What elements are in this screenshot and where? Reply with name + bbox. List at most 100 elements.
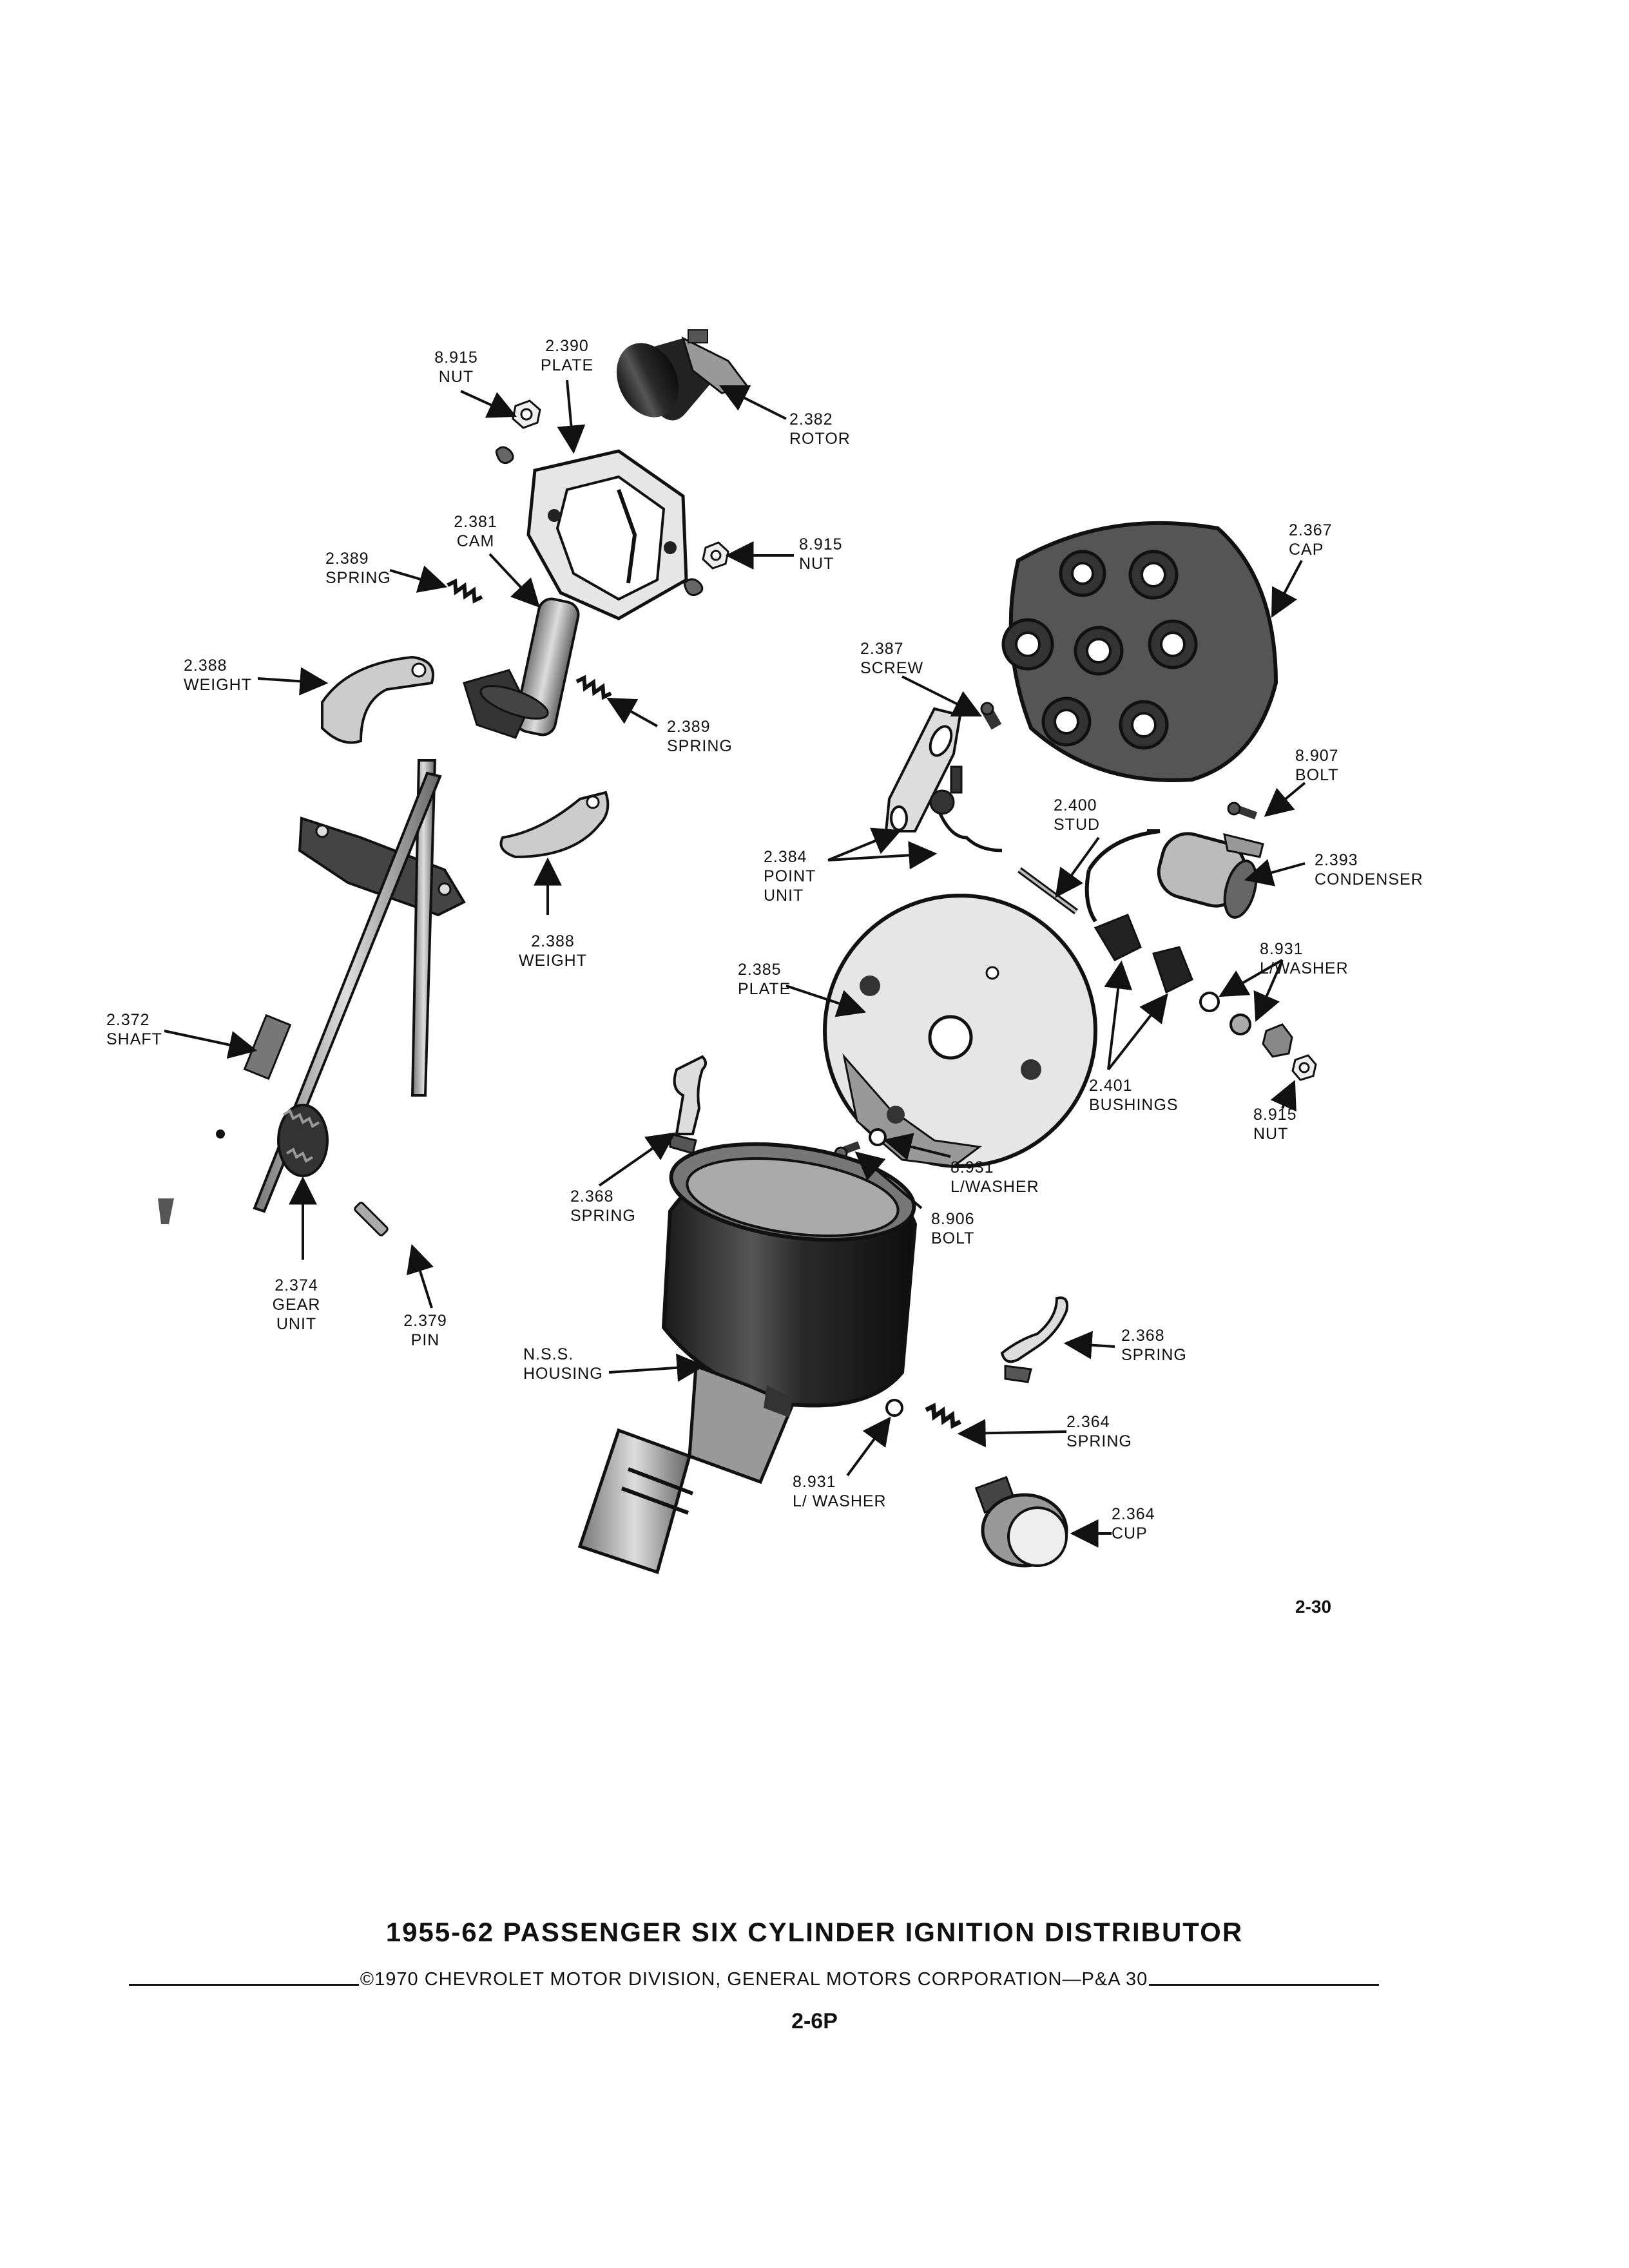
callout-name: WEIGHT	[519, 952, 587, 970]
callout-number: 8.915	[1253, 1106, 1297, 1124]
cup-part	[974, 1475, 1068, 1568]
callout-weight-lower: 2.388 WEIGHT	[519, 932, 587, 970]
callout-number: 2.384	[764, 848, 807, 866]
callout-plate-top: 2.390 PLATE	[541, 336, 593, 375]
callout-name: CONDENSER	[1315, 870, 1423, 889]
nut-mid-part	[683, 541, 729, 597]
callout-number: 2.388	[531, 932, 575, 950]
callout-name: L/ WASHER	[793, 1492, 887, 1510]
callout-number: 2.372	[106, 1011, 150, 1029]
callout-name: GEAR	[272, 1296, 321, 1314]
callout-number: 8.915	[799, 535, 843, 553]
callout-plate-breaker: 2.385 PLATE	[738, 960, 791, 999]
callout-spring-clip: 2.368 SPRING	[570, 1187, 636, 1225]
weight-upper-part	[321, 655, 434, 744]
callout-lwasher-plate: 8.931 L/WASHER	[950, 1158, 1039, 1196]
callout-cam: 2.381 CAM	[454, 512, 497, 551]
callout-name: ROTOR	[789, 430, 851, 448]
callout-number: 2.390	[545, 337, 589, 355]
callout-name: WEIGHT	[184, 676, 252, 694]
callout-name: L/WASHER	[950, 1178, 1039, 1196]
callout-bushings: 2.401 BUSHINGS	[1089, 1076, 1179, 1115]
callout-name: SCREW	[860, 659, 924, 677]
rule-left	[129, 1984, 359, 1986]
callout-number: 8.907	[1295, 747, 1339, 765]
callout-name: CUP	[1112, 1524, 1148, 1542]
callout-spring-right: 2.389 SPRING	[667, 717, 733, 756]
callout-number: 2.387	[860, 640, 904, 658]
callout-name: NUT	[1253, 1125, 1289, 1143]
callout-weight-upper: 2.388 WEIGHT	[184, 656, 252, 695]
stud-part	[1017, 867, 1078, 915]
nut-top-part	[495, 399, 541, 465]
callout-number: 2.381	[454, 513, 497, 531]
callout-name: SHAFT	[106, 1030, 162, 1048]
callout-name: POINT	[764, 867, 816, 885]
callout-stud: 2.400 STUD	[1054, 796, 1100, 834]
rotor-part	[616, 329, 749, 421]
callout-number: 8.906	[931, 1210, 975, 1228]
spring-clip-part	[669, 1055, 707, 1155]
callout-bolt-plate: 8.906 BOLT	[931, 1209, 975, 1248]
washer-spring-lower-part	[885, 1399, 961, 1429]
cam-part	[463, 597, 580, 739]
callout-name: BOLT	[931, 1229, 975, 1247]
pin-part	[354, 1202, 389, 1236]
callout-name: UNIT	[764, 887, 804, 905]
callout-number: 2.368	[570, 1187, 614, 1206]
callout-nut-right: 8.915 NUT	[1253, 1105, 1297, 1144]
callout-number: 2.400	[1054, 796, 1097, 814]
callout-screw: 2.387 SCREW	[860, 639, 923, 678]
point-unit-part	[884, 707, 1003, 852]
callout-housing: N.S.S. HOUSING	[523, 1345, 603, 1383]
callout-name: NUT	[438, 368, 474, 386]
callout-name: STUD	[1054, 816, 1101, 834]
callout-number: 8.931	[950, 1158, 994, 1177]
callout-nut-top: 8.915 NUT	[434, 348, 478, 387]
condenser-part	[1084, 829, 1264, 923]
callout-number: 2.389	[325, 550, 369, 568]
callout-number: 2.382	[789, 410, 833, 428]
callout-cap: 2.367 CAP	[1289, 521, 1333, 559]
spring-right-part	[575, 675, 612, 700]
leader-lines	[164, 380, 1306, 1548]
copyright-text: ©1970 CHEVROLET MOTOR DIVISION, GENERAL …	[360, 1969, 1148, 1990]
callout-spring-clip-lower: 2.368 SPRING	[1121, 1326, 1187, 1365]
callout-number: 8.931	[793, 1473, 836, 1491]
callout-number: 2.393	[1315, 851, 1358, 869]
gear-unit-part	[277, 1104, 329, 1177]
breaker-plate-part	[823, 894, 1097, 1168]
callout-name: BOLT	[1295, 766, 1339, 784]
callout-name: PLATE	[738, 980, 791, 998]
callout-number: 2.401	[1089, 1077, 1133, 1095]
callout-name: CAP	[1289, 541, 1324, 559]
callout-name: BUSHINGS	[1089, 1096, 1179, 1114]
callout-number: 2.385	[738, 961, 782, 979]
callout-point-unit: 2.384 POINT UNIT	[764, 847, 816, 905]
callout-name: SPRING	[325, 569, 391, 587]
callout-name: CAM	[456, 532, 495, 550]
callout-pin: 2.379 PIN	[403, 1311, 447, 1350]
callout-number: 2.367	[1289, 521, 1333, 539]
housing-part	[577, 1142, 918, 1575]
screw-part	[980, 702, 1002, 730]
callout-name: SPRING	[1066, 1432, 1132, 1450]
callout-name: L/WASHER	[1260, 959, 1349, 977]
callout-lwasher-right: 8.931 L/WASHER	[1260, 939, 1349, 978]
callout-cup: 2.364 CUP	[1112, 1504, 1155, 1543]
callout-nut-mid: 8.915 NUT	[799, 535, 843, 573]
callout-shaft: 2.372 SHAFT	[106, 1010, 162, 1049]
bolt-condenser-part	[1227, 802, 1258, 820]
callout-name: PIN	[410, 1331, 440, 1349]
callout-name: SPRING	[570, 1207, 636, 1225]
callout-number: 2.388	[184, 657, 227, 675]
spring-clip-lower-part	[1000, 1296, 1068, 1383]
callout-name: SPRING	[1121, 1346, 1187, 1364]
callout-name: HOUSING	[523, 1365, 603, 1383]
callout-condenser: 2.393 CONDENSER	[1315, 850, 1423, 889]
plate-top-part	[526, 449, 688, 620]
callout-number: 2.374	[275, 1276, 318, 1294]
callout-name: SPRING	[667, 737, 733, 755]
weight-lower-part	[499, 791, 610, 859]
